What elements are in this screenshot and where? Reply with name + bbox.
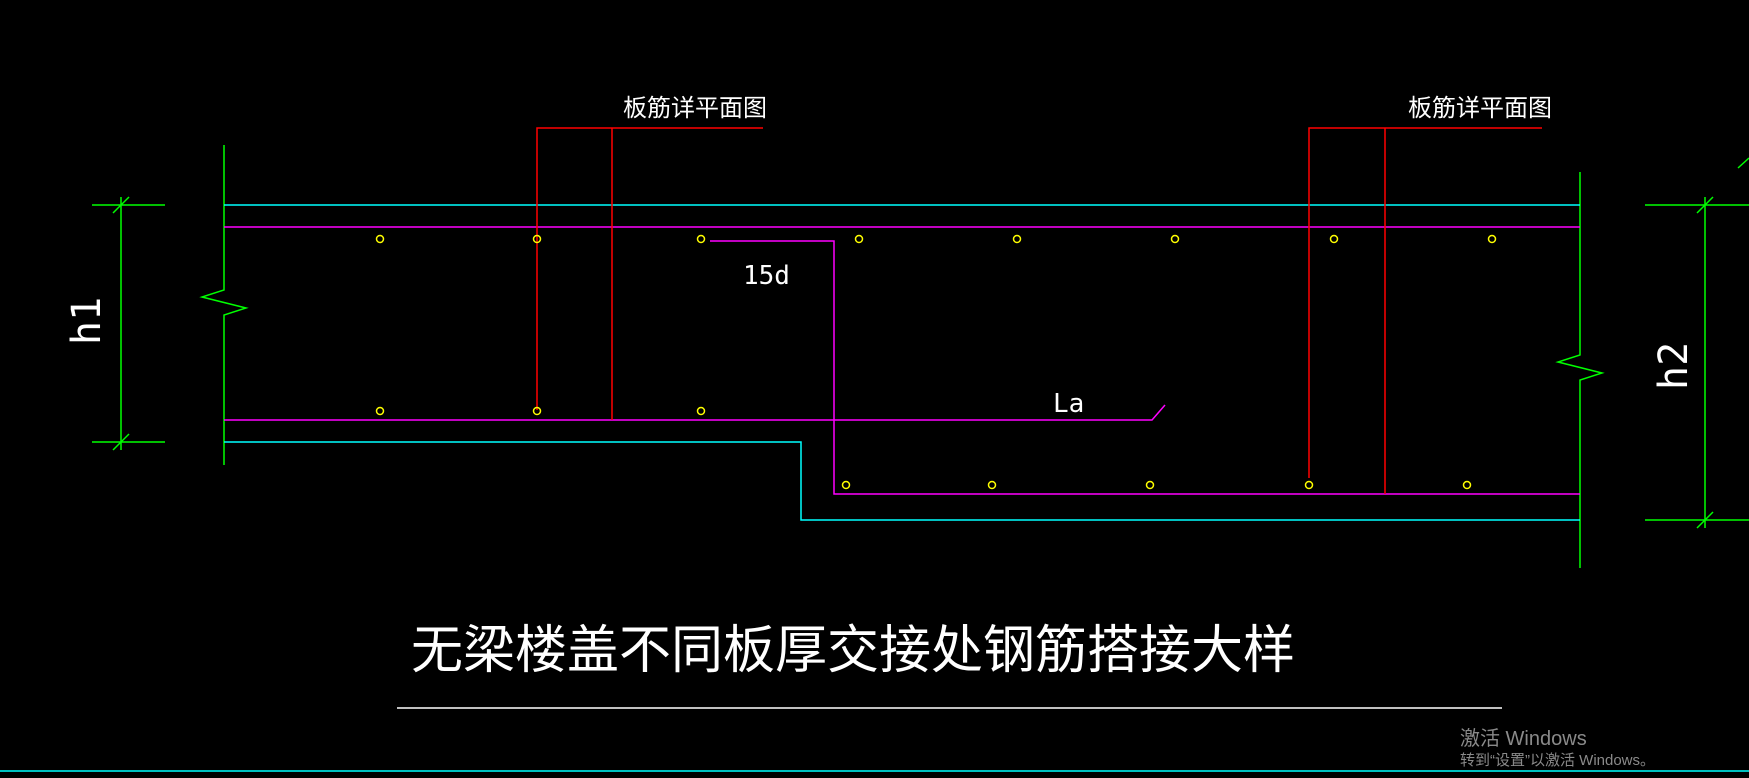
- rebar-dot: [1329, 234, 1339, 244]
- rebar-dot: [1012, 234, 1022, 244]
- rebar-dot: [1304, 480, 1314, 490]
- rebar-dot: [987, 480, 997, 490]
- bottom-rebar-left-la: [224, 404, 1166, 421]
- 15d-label: 15d: [743, 261, 790, 291]
- rebar-dot: [532, 234, 542, 244]
- plan-label-left: 板筋详平面图: [623, 94, 767, 122]
- rebar-dot: [696, 234, 706, 244]
- rebar-dot: [375, 234, 385, 244]
- rebar-dot: [1170, 234, 1180, 244]
- rebar-dot: [1145, 480, 1155, 490]
- rebar-lines: [224, 226, 1580, 495]
- rebar-dot: [375, 406, 385, 416]
- la-label: La: [1053, 389, 1084, 419]
- left-section-mark-outer: [536, 127, 763, 410]
- rebar-dot: [696, 406, 706, 416]
- h1-label: h1: [64, 297, 110, 345]
- h2-label: h2: [1651, 342, 1697, 390]
- right-break-line: [1555, 172, 1605, 568]
- activate-windows-watermark-title: 激活 Windows: [1460, 728, 1587, 750]
- left-break-line: [199, 145, 249, 465]
- slab-concrete-outline: [224, 204, 1580, 521]
- rebar-dot: [1462, 480, 1472, 490]
- plan-label-right: 板筋详平面图: [1408, 94, 1552, 122]
- rebar-dots: [375, 234, 1497, 490]
- activate-windows-watermark-subtitle: 转到“设置”以激活 Windows。: [1460, 752, 1656, 769]
- rebar-dot: [532, 406, 542, 416]
- right-section-mark-outer: [1308, 127, 1542, 478]
- section-marks: [536, 127, 1542, 494]
- rebar-dot: [854, 234, 864, 244]
- rebar-dot: [841, 480, 851, 490]
- h2-dimension: [1645, 157, 1749, 529]
- drawing-title: 无梁楼盖不同板厚交接处钢筋搭接大样: [411, 621, 1295, 681]
- rebar-dot: [1487, 234, 1497, 244]
- bottom-rebar-bent-15d: [710, 240, 1580, 495]
- h1-dimension: [92, 196, 165, 451]
